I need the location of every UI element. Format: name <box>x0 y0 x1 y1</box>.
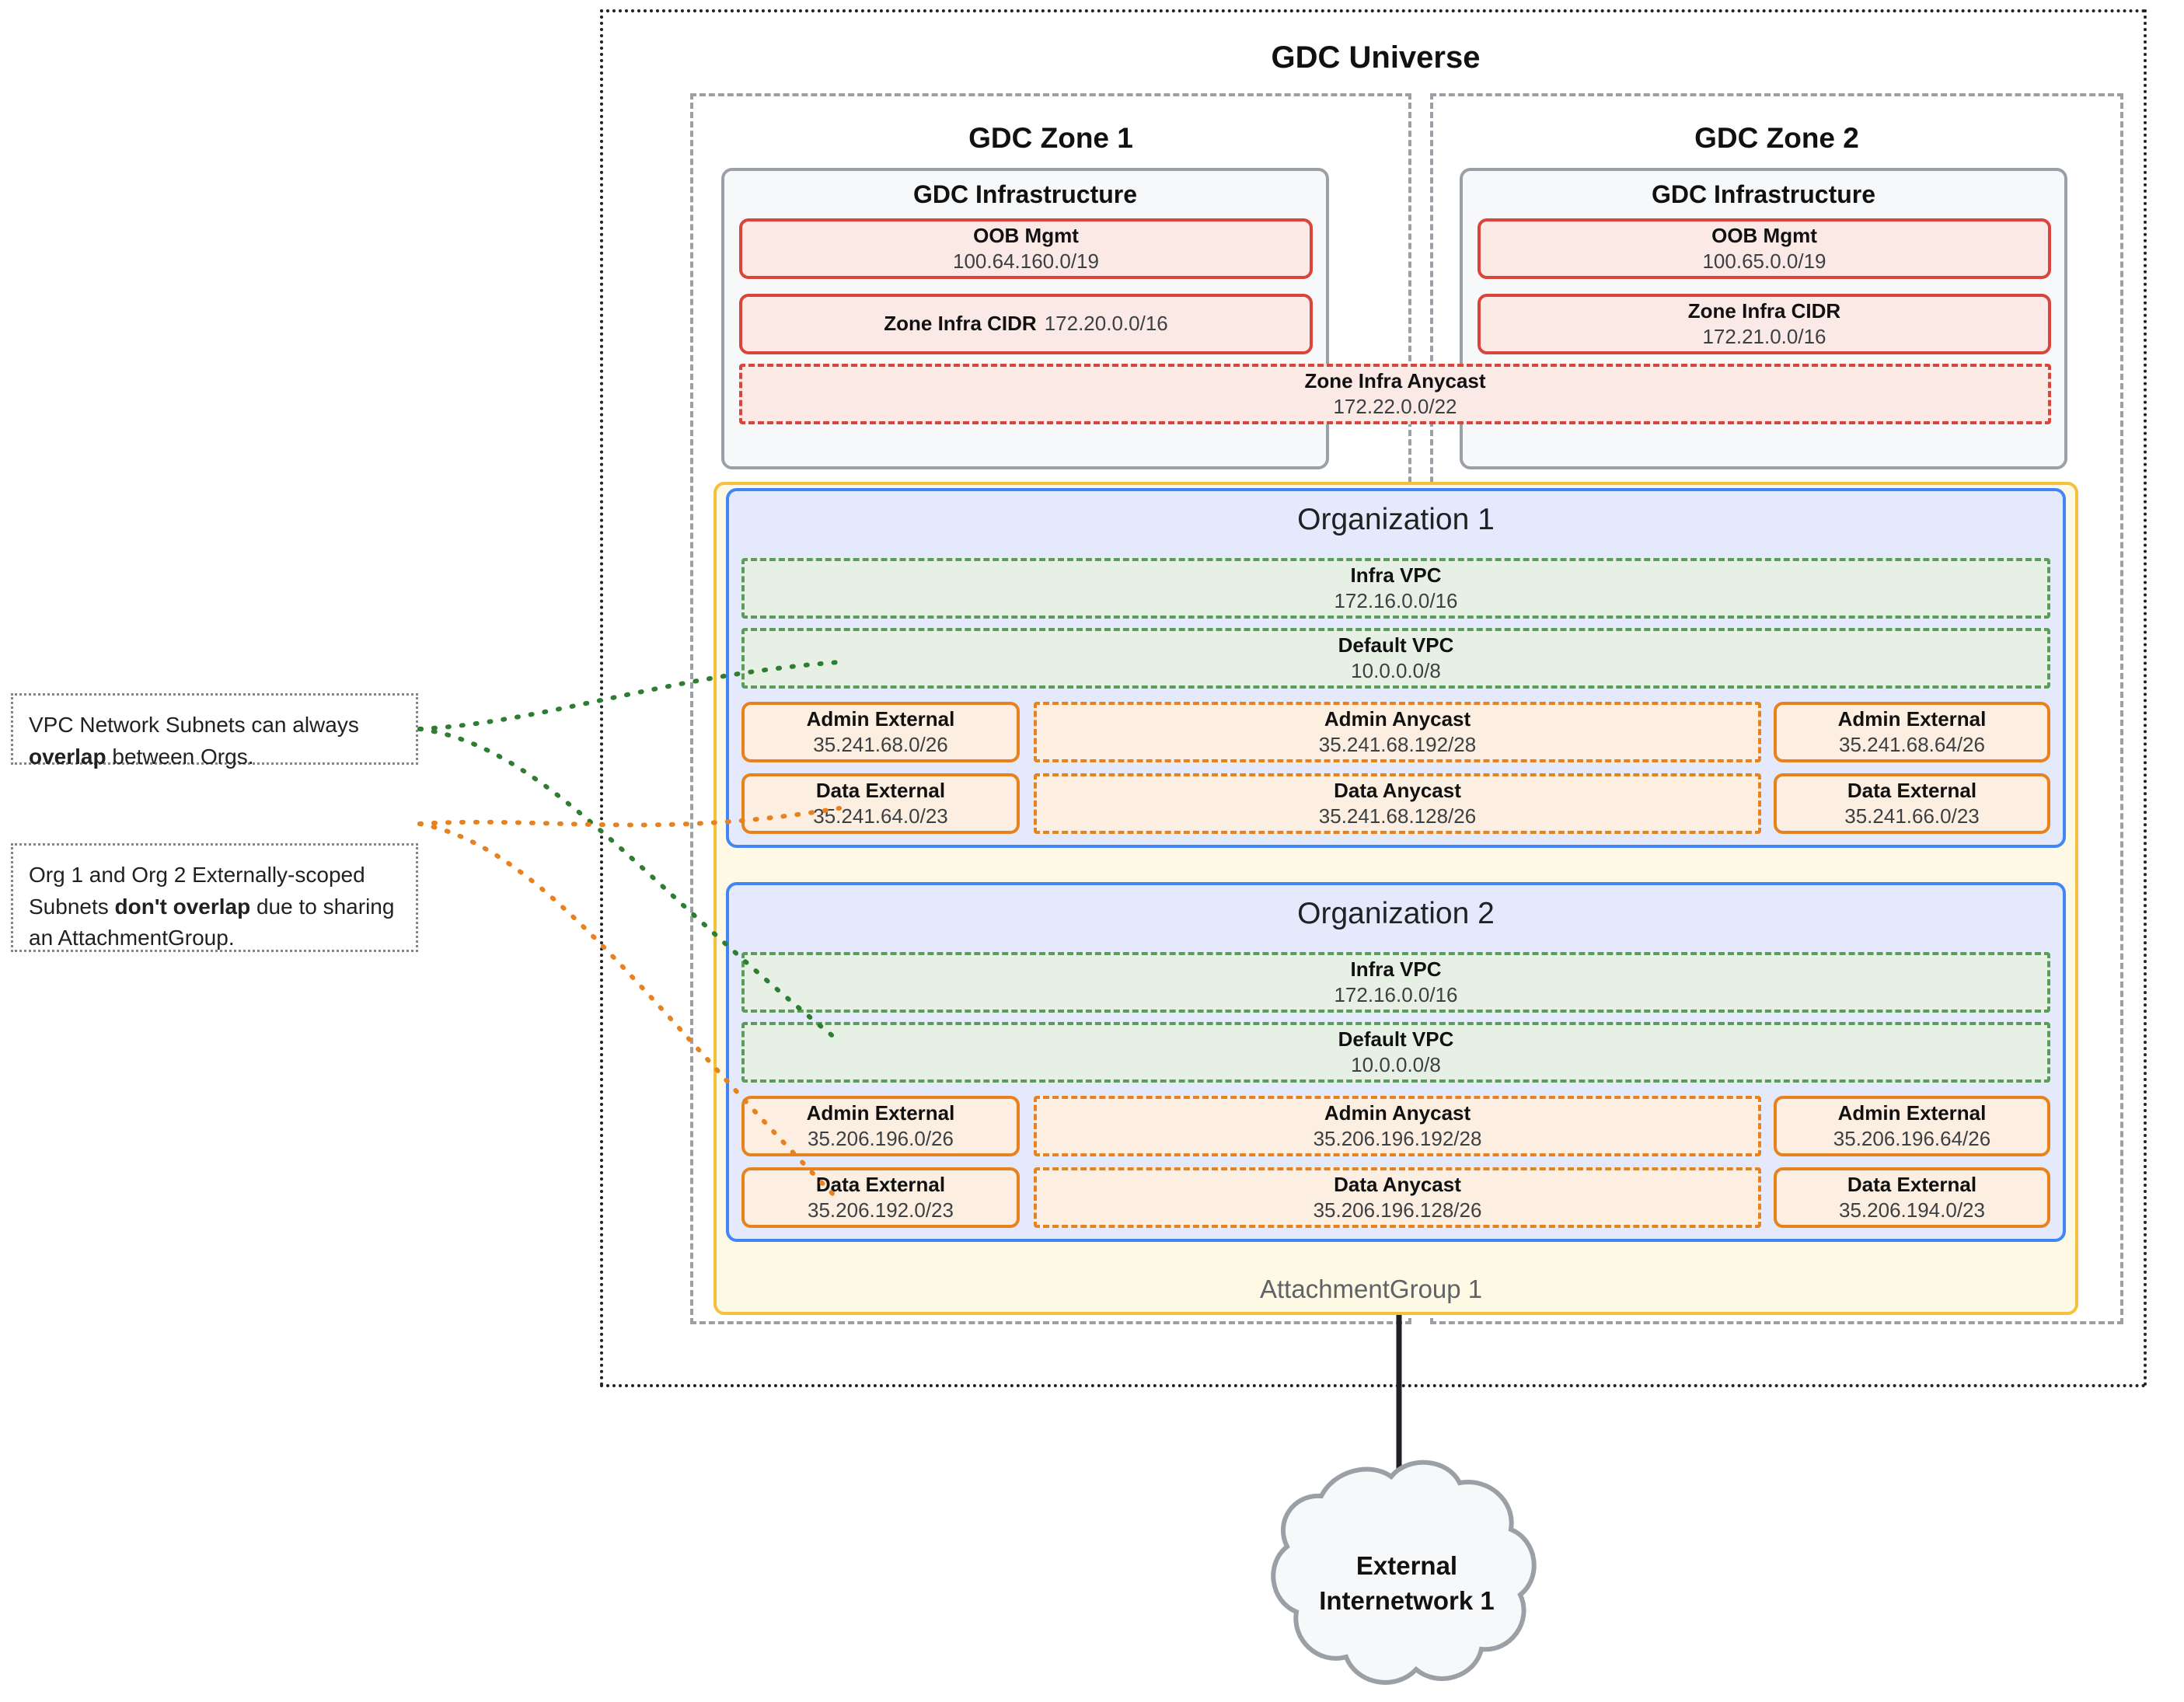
organization-1-default-vpc-cidr: 10.0.0.0/8 <box>1351 659 1441 682</box>
external-internetwork-line-2: Internetwork 1 <box>1319 1586 1495 1615</box>
subnet-label: Data External <box>815 778 946 802</box>
organization-1-data-anycast: Data Anycast 35.241.68.128/26 <box>1034 773 1761 834</box>
zone-1-infra-cidr-label: Zone Infra CIDR <box>884 312 1037 336</box>
subnet-cidr: 35.206.196.128/26 <box>1313 1198 1482 1222</box>
subnet-label: Admin External <box>1837 706 1987 731</box>
subnet-label: Admin External <box>806 706 955 731</box>
zone-infra-anycast-label: Zone Infra Anycast <box>1304 368 1486 392</box>
organization-2-infra-vpc-label: Infra VPC <box>1350 957 1442 981</box>
zone-1-oob-mgmt-cidr: 100.64.160.0/19 <box>953 249 1099 273</box>
organization-2-default-vpc-cidr: 10.0.0.0/8 <box>1351 1053 1441 1076</box>
organization-2-default-vpc-label: Default VPC <box>1338 1027 1454 1051</box>
subnet-cidr: 35.206.192.0/23 <box>808 1198 954 1222</box>
subnet-label: Data External <box>815 1172 946 1196</box>
organization-1-default-vpc-box: Default VPC 10.0.0.0/8 <box>741 628 2050 689</box>
subnet-cidr: 35.241.68.0/26 <box>813 733 948 756</box>
callout-text-a: Org 1 and Org 2 Externally-scoped Subnet… <box>29 863 365 919</box>
subnet-cidr: 35.206.196.0/26 <box>808 1127 954 1150</box>
organization-2-data-external-right: Data External 35.206.194.0/23 <box>1774 1167 2050 1228</box>
callout-no-overlap-note: Org 1 and Org 2 Externally-scoped Subnet… <box>11 843 418 952</box>
gdc-zone-2-title: GDC Zone 2 <box>1694 122 1859 154</box>
zone-2-oob-mgmt-label: OOB Mgmt <box>1711 223 1817 247</box>
zone-1-oob-mgmt-box: OOB Mgmt 100.64.160.0/19 <box>739 218 1313 279</box>
callout-overlap-note: VPC Network Subnets can always overlap b… <box>11 693 418 769</box>
subnet-label: Admin Anycast <box>1324 1100 1471 1125</box>
external-internetwork-line-1: External <box>1355 1551 1458 1581</box>
organization-1-infra-vpc-box: Infra VPC 172.16.0.0/16 <box>741 558 2050 619</box>
organization-1-default-vpc-label: Default VPC <box>1338 633 1454 657</box>
subnet-cidr: 35.241.68.64/26 <box>1839 733 1985 756</box>
zone-2-infra-cidr-value: 172.21.0.0/16 <box>1702 325 1826 348</box>
organization-1-admin-anycast: Admin Anycast 35.241.68.192/28 <box>1034 702 1761 762</box>
zone-1-oob-mgmt-label: OOB Mgmt <box>973 223 1079 247</box>
callout-text-a: VPC Network Subnets can always <box>29 713 359 737</box>
organization-2-default-vpc-box: Default VPC 10.0.0.0/8 <box>741 1022 2050 1083</box>
organization-2-infra-vpc-box: Infra VPC 172.16.0.0/16 <box>741 952 2050 1013</box>
subnet-cidr: 35.206.196.64/26 <box>1833 1127 1991 1150</box>
organization-1-data-external-left: Data External 35.241.64.0/23 <box>741 773 1020 834</box>
gdc-zone-1-title: GDC Zone 1 <box>968 122 1133 154</box>
organization-2-admin-anycast: Admin Anycast 35.206.196.192/28 <box>1034 1096 1761 1156</box>
subnet-label: Data External <box>1847 1172 1977 1196</box>
zone-infra-anycast-cidr: 172.22.0.0/22 <box>1333 395 1457 418</box>
callout-text-c: between Orgs. <box>106 744 254 769</box>
subnet-label: Admin External <box>1837 1100 1987 1125</box>
subnet-cidr: 35.241.66.0/23 <box>1844 804 1980 828</box>
subnet-label: Admin External <box>806 1100 955 1125</box>
subnet-cidr: 35.241.68.192/28 <box>1318 733 1477 756</box>
subnet-label: Data External <box>1847 778 1977 802</box>
organization-2-admin-external-right: Admin External 35.206.196.64/26 <box>1774 1096 2050 1156</box>
callout-text-bold: overlap <box>29 744 106 769</box>
gdc-universe-title: GDC Universe <box>1271 40 1481 75</box>
zone-infra-anycast-box: Zone Infra Anycast 172.22.0.0/22 <box>739 364 2051 424</box>
zone-1-infra-cidr-value: 172.20.0.0/16 <box>1044 312 1168 336</box>
subnet-label: Data Anycast <box>1334 1172 1461 1196</box>
zone-1-infra-cidr-box: Zone Infra CIDR 172.20.0.0/16 <box>739 294 1313 354</box>
organization-2-data-external-left: Data External 35.206.192.0/23 <box>741 1167 1020 1228</box>
subnet-label: Data Anycast <box>1334 778 1461 802</box>
organization-1-data-external-right: Data External 35.241.66.0/23 <box>1774 773 2050 834</box>
subnet-cidr: 35.206.194.0/23 <box>1839 1198 1985 1222</box>
organization-1-infra-vpc-cidr: 172.16.0.0/16 <box>1334 589 1458 612</box>
zone-2-oob-mgmt-box: OOB Mgmt 100.65.0.0/19 <box>1478 218 2051 279</box>
organization-1-admin-external-right: Admin External 35.241.68.64/26 <box>1774 702 2050 762</box>
zone-2-infra-cidr-box: Zone Infra CIDR 172.21.0.0/16 <box>1478 294 2051 354</box>
organization-1-infra-vpc-label: Infra VPC <box>1350 563 1442 587</box>
zone-2-oob-mgmt-cidr: 100.65.0.0/19 <box>1702 249 1826 273</box>
zone-1-infrastructure-title: GDC Infrastructure <box>912 180 1138 208</box>
zone-2-infrastructure-title: GDC Infrastructure <box>1651 180 1876 208</box>
attachment-group-1-label: AttachmentGroup 1 <box>1260 1275 1483 1303</box>
organization-2-title: Organization 2 <box>1297 897 1495 930</box>
subnet-cidr: 35.241.64.0/23 <box>813 804 948 828</box>
subnet-cidr: 35.206.196.192/28 <box>1313 1127 1482 1150</box>
organization-2-admin-external-left: Admin External 35.206.196.0/26 <box>741 1096 1020 1156</box>
zone-2-infra-cidr-label: Zone Infra CIDR <box>1687 298 1841 323</box>
subnet-cidr: 35.241.68.128/26 <box>1318 804 1477 828</box>
callout-text-bold: don't overlap <box>114 894 251 919</box>
organization-1-title: Organization 1 <box>1297 503 1495 536</box>
organization-2-data-anycast: Data Anycast 35.206.196.128/26 <box>1034 1167 1761 1228</box>
callout-text-c: due to sharing an AttachmentGroup. <box>29 894 395 950</box>
external-internetwork-label: External Internetwork 1 <box>1259 1547 1554 1621</box>
organization-2-infra-vpc-cidr: 172.16.0.0/16 <box>1334 983 1458 1006</box>
subnet-label: Admin Anycast <box>1324 706 1471 731</box>
organization-1-admin-external-left: Admin External 35.241.68.0/26 <box>741 702 1020 762</box>
